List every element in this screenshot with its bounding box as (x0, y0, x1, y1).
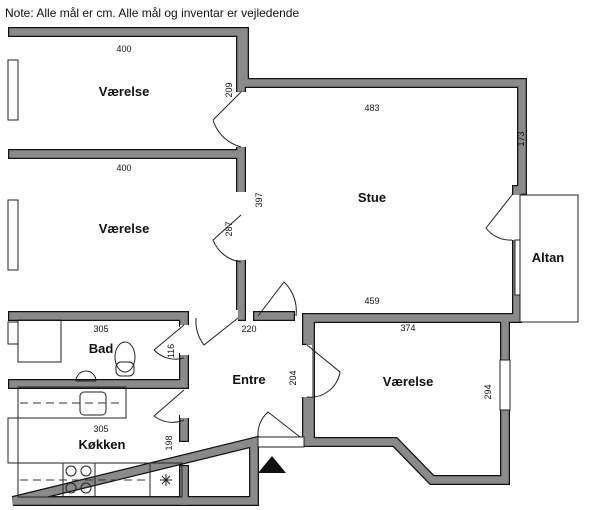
kitchen-sink-icon (79, 391, 107, 416)
dim-entre-right: 204 (288, 370, 298, 385)
extractor-icon (160, 474, 172, 486)
door-swings (153, 91, 513, 438)
room-label-vaerelse-top: Værelse (99, 84, 150, 99)
dim-entre-width: 220 (241, 324, 256, 334)
room-label-vaerelse-right: Værelse (383, 374, 434, 389)
dim-bad-door: 116 (166, 344, 176, 358)
dim-vaerelse-top-width: 400 (116, 44, 131, 54)
dim-stue-right: 173 (516, 131, 526, 146)
dim-vaerelse-mid-door: 287 (224, 221, 234, 236)
toilet-icon (114, 341, 136, 373)
dim-stue-bottom: 459 (364, 296, 379, 306)
room-label-entre: Entre (232, 372, 265, 387)
sink-icon (75, 370, 97, 382)
openings (180, 92, 524, 448)
dim-vaerelse-mid-width: 400 (116, 163, 131, 173)
entrance-arrow-icon (258, 456, 286, 473)
dim-kokken-width: 305 (93, 424, 108, 434)
plan-note: Note: Alle mål er cm. Alle mål og invent… (5, 6, 300, 20)
dim-stue-top: 483 (364, 103, 379, 113)
dim-vaerelse-right-width: 374 (400, 323, 415, 333)
dim-vaerelse-top-door: 209 (224, 82, 234, 97)
dim-kokken-door: 198 (164, 435, 174, 450)
dim-bad-width: 305 (93, 324, 108, 334)
stove-icon (65, 465, 92, 494)
altan-outline (519, 194, 579, 323)
room-label-altan: Altan (532, 250, 565, 265)
room-label-stue: Stue (358, 190, 386, 205)
room-label-bad: Bad (89, 341, 114, 356)
dim-stue-left: 397 (254, 192, 264, 207)
bathroom-fixtures (17, 319, 136, 382)
walls (8, 27, 527, 506)
room-label-vaerelse-mid: Værelse (99, 221, 150, 236)
kitchen-fixtures (17, 386, 183, 498)
room-label-kokken: Køkken (79, 437, 126, 452)
dim-vaerelse-right-side: 294 (483, 384, 493, 399)
